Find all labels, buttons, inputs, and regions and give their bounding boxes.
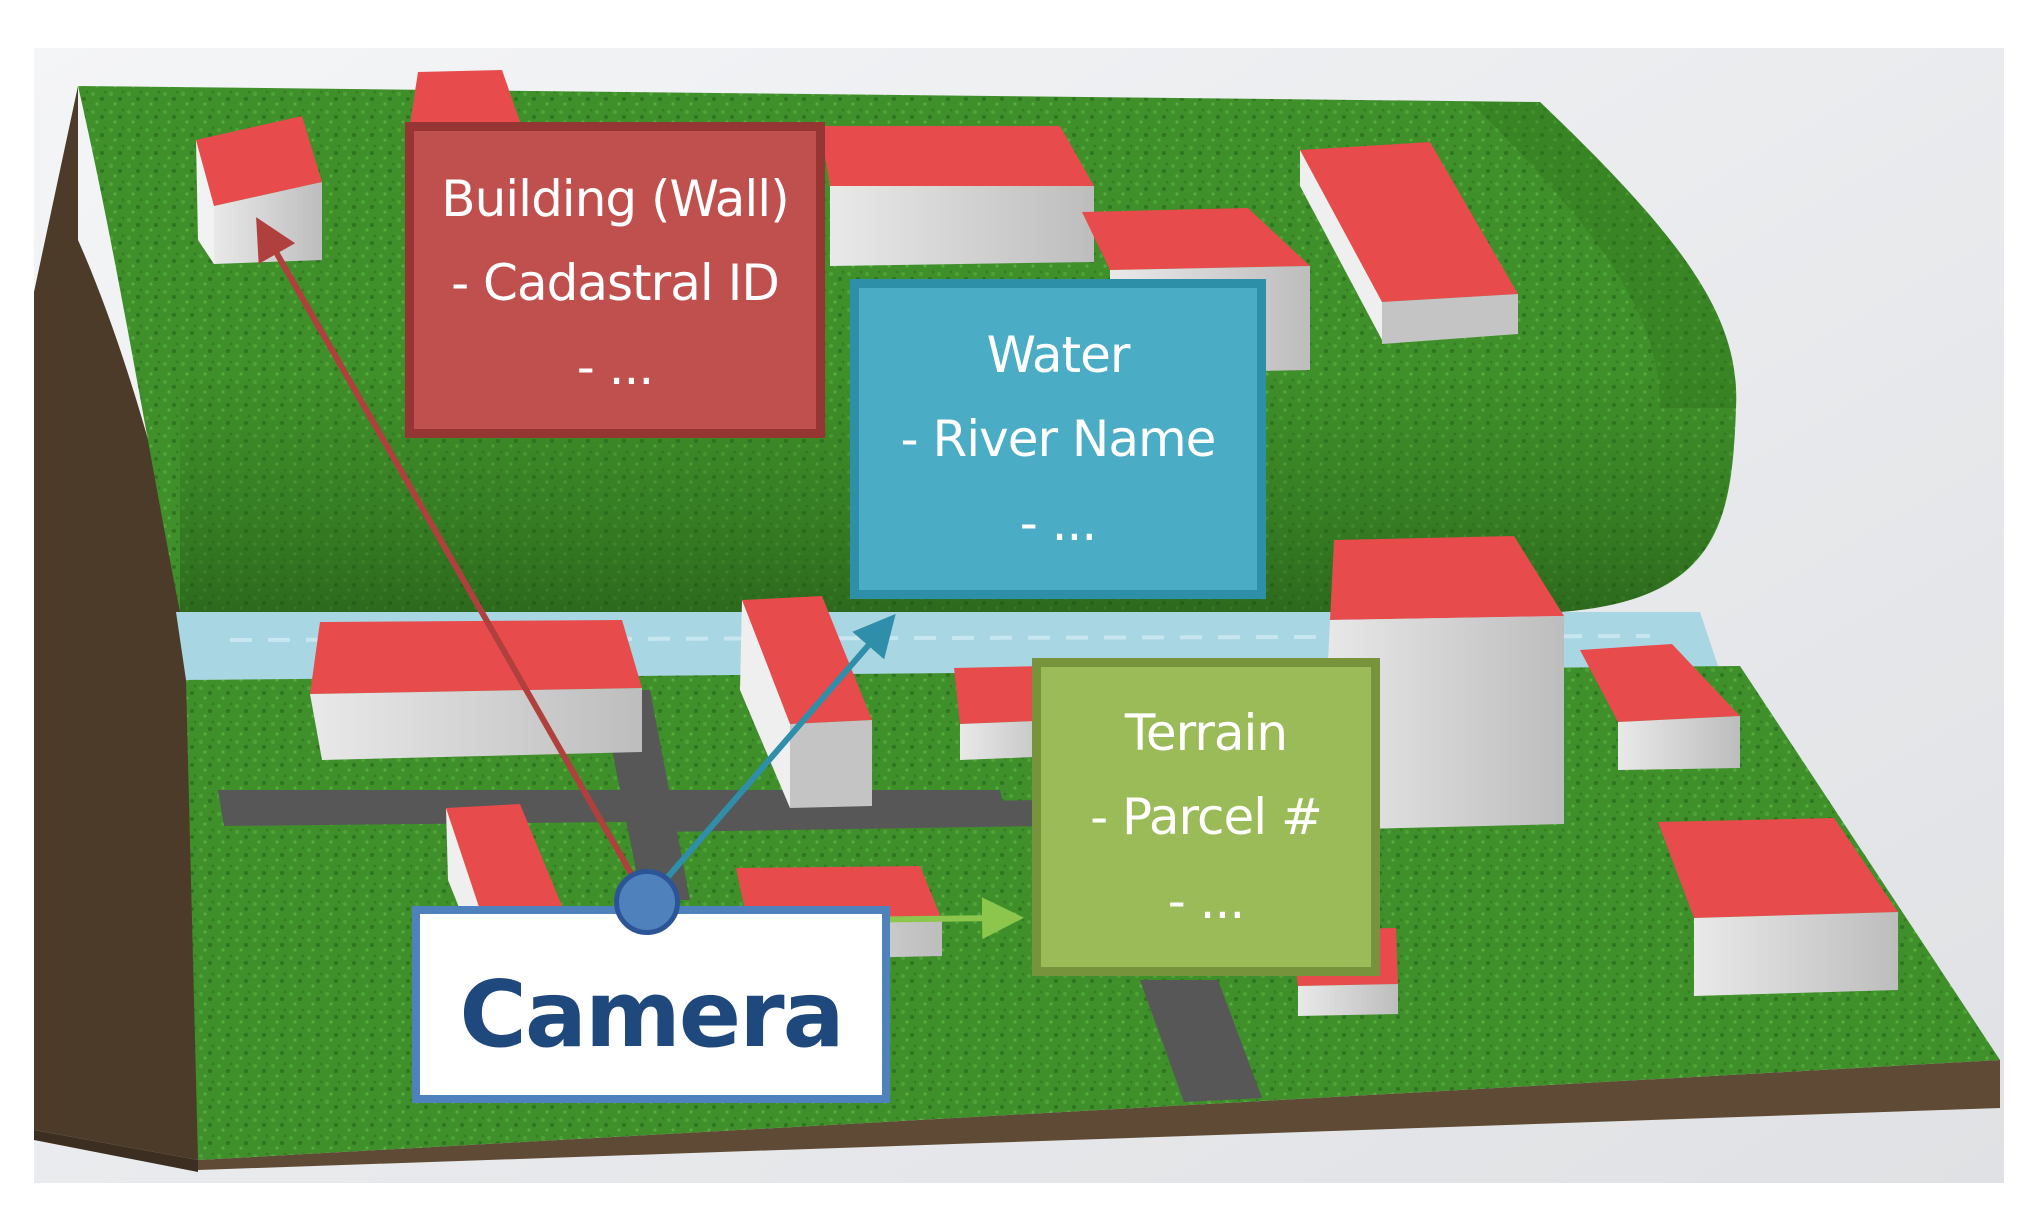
terrain-soil-front — [198, 1060, 2000, 1170]
road-bottom — [1140, 980, 1262, 1102]
building-label-box: Building (Wall) - Cadastral ID - ... — [405, 122, 825, 438]
water-label-more: - ... — [1019, 494, 1098, 552]
terrain-label-title: Terrain — [1124, 704, 1288, 762]
terrain-label-attribute: - Parcel # — [1090, 788, 1323, 846]
road-mid — [650, 800, 1044, 832]
terrain-soil-under — [34, 1130, 198, 1172]
camera-point-icon — [614, 869, 680, 935]
building-lower-slanted — [740, 596, 872, 808]
camera-to-water-arrow — [657, 613, 896, 888]
building-label-attribute: - Cadastral ID — [451, 254, 780, 312]
building-tower — [1320, 536, 1564, 830]
water-label-title: Water — [986, 326, 1131, 384]
building-label-more: - ... — [576, 338, 655, 396]
water-label-attribute: - River Name — [900, 410, 1217, 468]
building-lower-left — [310, 620, 642, 760]
building-top-left — [196, 116, 322, 264]
camera-label: Camera — [459, 961, 844, 1068]
terrain-soil-left — [34, 86, 198, 1160]
building-front-right — [1658, 818, 1898, 996]
camera-label-box: Camera — [412, 906, 890, 1103]
building-top-center — [820, 126, 1094, 266]
building-top-far-right — [1300, 142, 1518, 344]
terrain-label-box: Terrain - Parcel # - ... — [1032, 658, 1380, 976]
building-top-small — [410, 70, 520, 124]
water-label-box: Water - River Name - ... — [850, 279, 1266, 599]
camera-to-building-arrow — [256, 217, 639, 884]
building-lower-right — [1580, 644, 1740, 770]
terrain-label-more: - ... — [1167, 872, 1246, 930]
plateau-edge-shade — [1470, 102, 1737, 408]
building-label-title: Building (Wall) — [441, 170, 789, 228]
